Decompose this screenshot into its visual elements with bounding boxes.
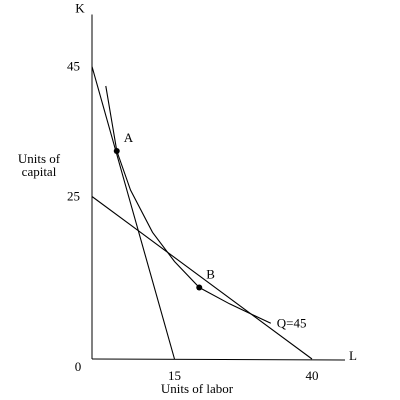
point-a (113, 148, 120, 154)
isocost-line (91, 66, 176, 360)
y-tick-label: 25 (67, 189, 80, 204)
tangency-points: AB (113, 130, 215, 291)
isoquant-curve (105, 85, 272, 324)
x-axis-label: Units of labor (161, 381, 234, 396)
x-tick-label: 15 (168, 368, 181, 383)
tick-labels: 25 45 15 40 (67, 59, 319, 384)
point-label: B (206, 267, 215, 282)
isoquant-label: Q=45 (277, 315, 307, 330)
point-label: A (124, 130, 134, 145)
isoquant-curve-group: Q=45 (105, 85, 307, 330)
point-b (196, 284, 203, 291)
y-tick-label: 45 (67, 59, 80, 74)
isocost-lines (91, 66, 313, 360)
x-tick-label: 40 (306, 368, 319, 383)
y-axis-label-line-1: Units of (18, 151, 61, 166)
y-axis-name: K (75, 1, 85, 16)
x-axis-name: L (349, 348, 357, 363)
x-axis (91, 358, 346, 361)
y-axis-label-line-2: capital (22, 164, 57, 179)
isocost-line (91, 196, 313, 360)
origin-label: 0 (75, 359, 82, 374)
